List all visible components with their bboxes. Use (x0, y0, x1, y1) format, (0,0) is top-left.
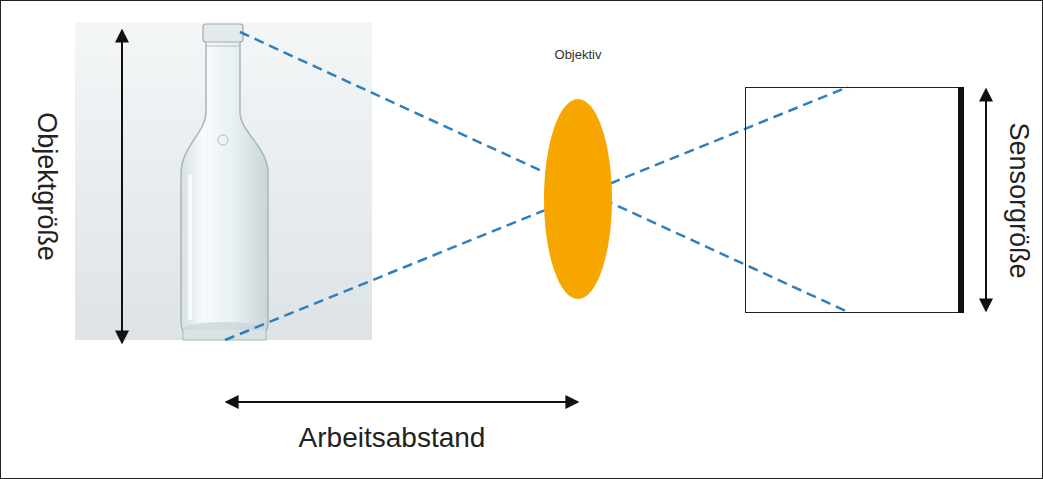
object-size-arrow (121, 30, 123, 343)
lens-label: Objektiv (533, 48, 623, 61)
photo-background (75, 22, 372, 340)
bottle (181, 24, 268, 340)
light-ray (225, 87, 848, 340)
sensor (958, 87, 964, 313)
lens-shape (533, 98, 623, 300)
sensor-size-label: Sensorgröße (1005, 122, 1032, 278)
lens: Objektiv (533, 48, 623, 300)
sensor-size-arrow (985, 89, 987, 311)
object-size-label: Objektgröße (33, 112, 60, 261)
light-ray (240, 32, 848, 312)
camera-box (746, 88, 961, 313)
distance-arrow (226, 401, 578, 403)
distance-label: Arbeitsabstand (299, 424, 486, 452)
